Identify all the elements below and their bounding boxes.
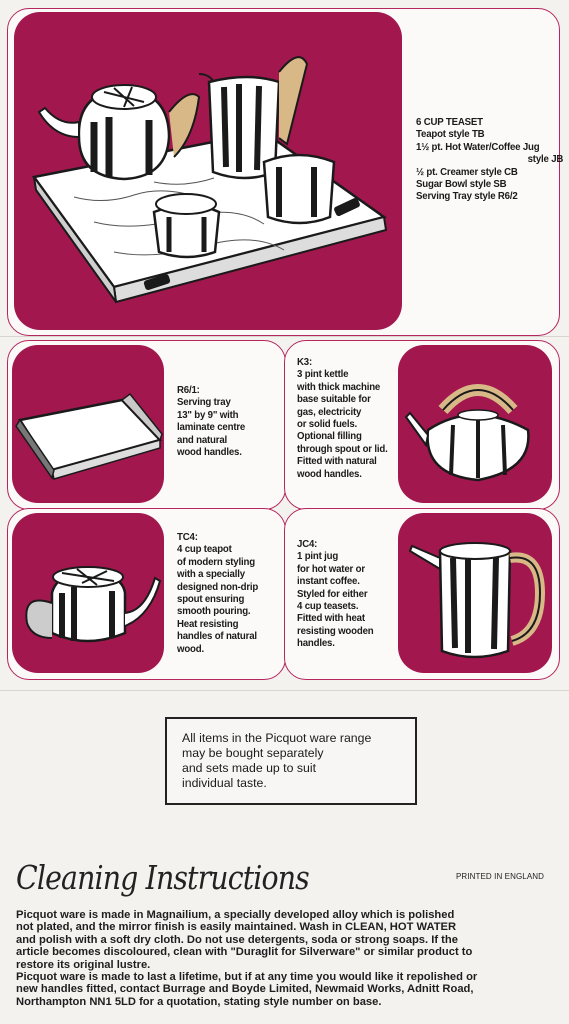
jug-description: JC4: 1 pint jug for hot water or instant… [297, 538, 393, 650]
note-line: may be bought separately [182, 746, 324, 760]
kettle-code: K3: [297, 356, 313, 368]
teaset-illustration [31, 56, 388, 304]
tray-description: R6/1: Serving tray 13" by 9" with lamina… [177, 384, 273, 458]
kettle-line: wood handles. [297, 467, 362, 480]
cleaning-line: Northampton NN1 5LD for a quotation, sta… [16, 995, 382, 1008]
teapot-code: TC4: [177, 531, 198, 543]
cleaning-line: restore its original lustre. [16, 958, 151, 971]
note-line: individual taste. [182, 776, 267, 790]
jug-code: JC4: [297, 538, 318, 550]
kettle-illustration [404, 384, 530, 482]
tray-panel [12, 345, 164, 503]
teapot-illustration [25, 566, 162, 643]
kettle-line: Optional filling [297, 430, 362, 443]
teapot-line: with a specially [177, 568, 245, 581]
range-note-box: All items in the Picquot ware range may … [165, 717, 417, 805]
jug-panel [398, 513, 552, 673]
teapot-line: designed non-drip [177, 580, 259, 593]
kettle-line: gas, electricity [297, 405, 362, 418]
cleaning-title: Cleaning Instructions [16, 858, 310, 897]
teapot-line: wood. [177, 642, 204, 655]
jug-line: 1 pint jug [297, 550, 339, 563]
jug-line: Styled for either [297, 587, 368, 600]
cleaning-line: Picquot ware is made to last a lifetime,… [16, 971, 478, 984]
teaset-line: 1½ pt. Hot Water/Coffee Jug [416, 140, 540, 153]
jug-line: for hot water or [297, 562, 365, 575]
jug-illustration [408, 542, 546, 659]
kettle-line: Fitted with natural [297, 455, 377, 468]
kettle-line: base suitable for [297, 393, 371, 406]
teaset-line: style JB [527, 153, 564, 166]
tray-illustration [15, 392, 163, 480]
teapot-line: 4 cup teapot [177, 543, 232, 556]
tray-line: Serving tray [177, 396, 231, 409]
fold-line [0, 690, 569, 691]
jug-line: instant coffee. [297, 575, 360, 588]
teapot-line: spout ensuring [177, 593, 245, 606]
teaset-heading: 6 CUP TEASET [416, 116, 483, 128]
jug-line: Fitted with heat [297, 612, 365, 625]
cleaning-line: Picquot ware is made in Magnailium, a sp… [16, 909, 455, 921]
tray-line: 13" by 9" with [177, 408, 239, 421]
kettle-description: K3: 3 pint kettle with thick machine bas… [297, 356, 393, 480]
teaset-description: 6 CUP TEASET Teapot style TB 1½ pt. Hot … [416, 116, 563, 203]
tray-line: and natural [177, 433, 228, 446]
kettle-line: or solid fuels. [297, 418, 358, 431]
kettle-line: through spout or lid. [297, 442, 388, 455]
note-line: All items in the Picquot ware range [182, 731, 372, 745]
kettle-panel [398, 345, 552, 503]
teaset-line: Teapot style TB [416, 128, 485, 141]
teapot-line: smooth pouring. [177, 605, 251, 618]
jug-line: handles. [297, 637, 335, 650]
tray-code: R6/1: [177, 384, 200, 396]
teaset-line: ½ pt. Creamer style CB [416, 165, 518, 178]
teapot-line: handles of natural [177, 630, 257, 643]
kettle-line: with thick machine [297, 380, 381, 393]
teapot-line: Heat resisting [177, 617, 239, 630]
teapot-description: TC4: 4 cup teapot of modern styling with… [177, 531, 273, 655]
cleaning-line: article becomes discoloured, clean with … [16, 946, 473, 959]
printed-in-england: PRINTED IN ENGLAND [456, 872, 545, 881]
jug-line: 4 cup teasets. [297, 600, 359, 613]
tray-line: laminate centre [177, 421, 246, 434]
jug-line: resisting wooden [297, 624, 374, 637]
cleaning-line: new handles fitted, contact Burrage and … [16, 983, 474, 996]
teaset-line: Serving Tray style R6/2 [416, 190, 518, 203]
teaset-line: Sugar Bowl style SB [416, 178, 507, 191]
cleaning-line: and polish with a soft dry cloth. Do not… [16, 933, 458, 946]
teaset-panel [14, 12, 402, 330]
tray-line: wood handles. [177, 446, 242, 459]
cleaning-line: not plated, and the mirror finish is eas… [16, 921, 457, 934]
teapot-panel [12, 513, 164, 673]
cleaning-text: Picquot ware is made in Magnailium, a sp… [16, 909, 556, 1008]
fold-line [0, 336, 569, 337]
teapot-line: of modern styling [177, 555, 255, 568]
note-line: and sets made up to suit [182, 761, 316, 775]
kettle-line: 3 pint kettle [297, 368, 349, 381]
